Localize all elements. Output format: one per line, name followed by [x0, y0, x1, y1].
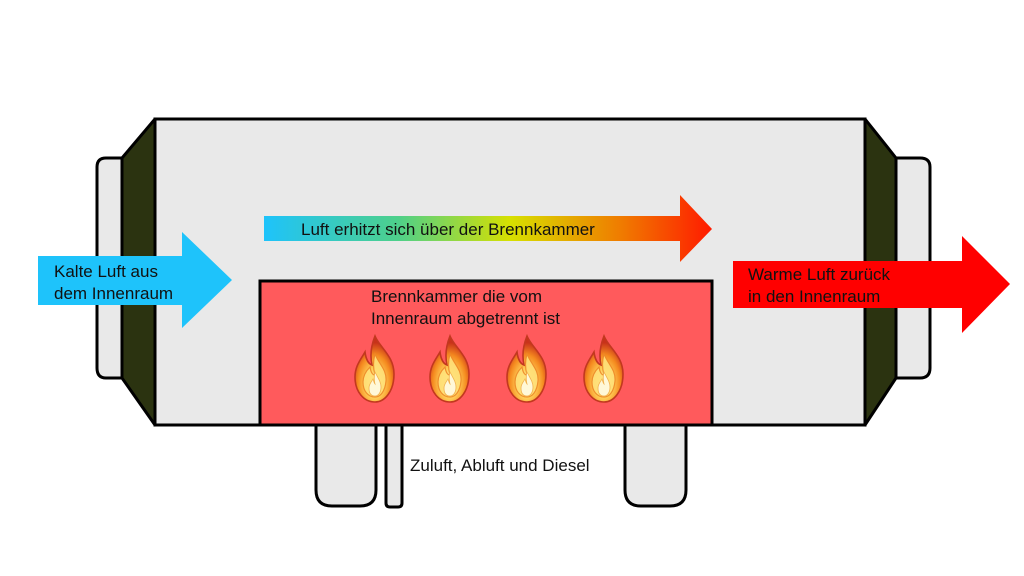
cold-air-label-line1: Kalte Luft aus — [54, 262, 158, 281]
cold-air-label-line2: dem Innenraum — [54, 284, 173, 303]
combustion-chamber — [258, 279, 714, 427]
left-connector-tube — [314, 418, 378, 508]
cold-air-arrow — [38, 232, 232, 328]
chamber-label-line2: Innenraum abgetrennt ist — [371, 309, 560, 328]
connections-label: Zuluft, Abluft und Diesel — [410, 456, 590, 475]
heating-gradient-arrow — [264, 195, 712, 262]
fuel-line-tube — [384, 418, 404, 509]
warm-air-arrow — [733, 236, 1010, 333]
warm-air-label-line1: Warme Luft zurück — [748, 265, 891, 284]
right-connector-tube — [623, 418, 688, 508]
heating-label: Luft erhitzt sich über der Brennkammer — [301, 220, 595, 239]
warm-air-label-line2: in den Innenraum — [748, 287, 880, 306]
chamber-label-line1: Brennkammer die vom — [371, 287, 542, 306]
